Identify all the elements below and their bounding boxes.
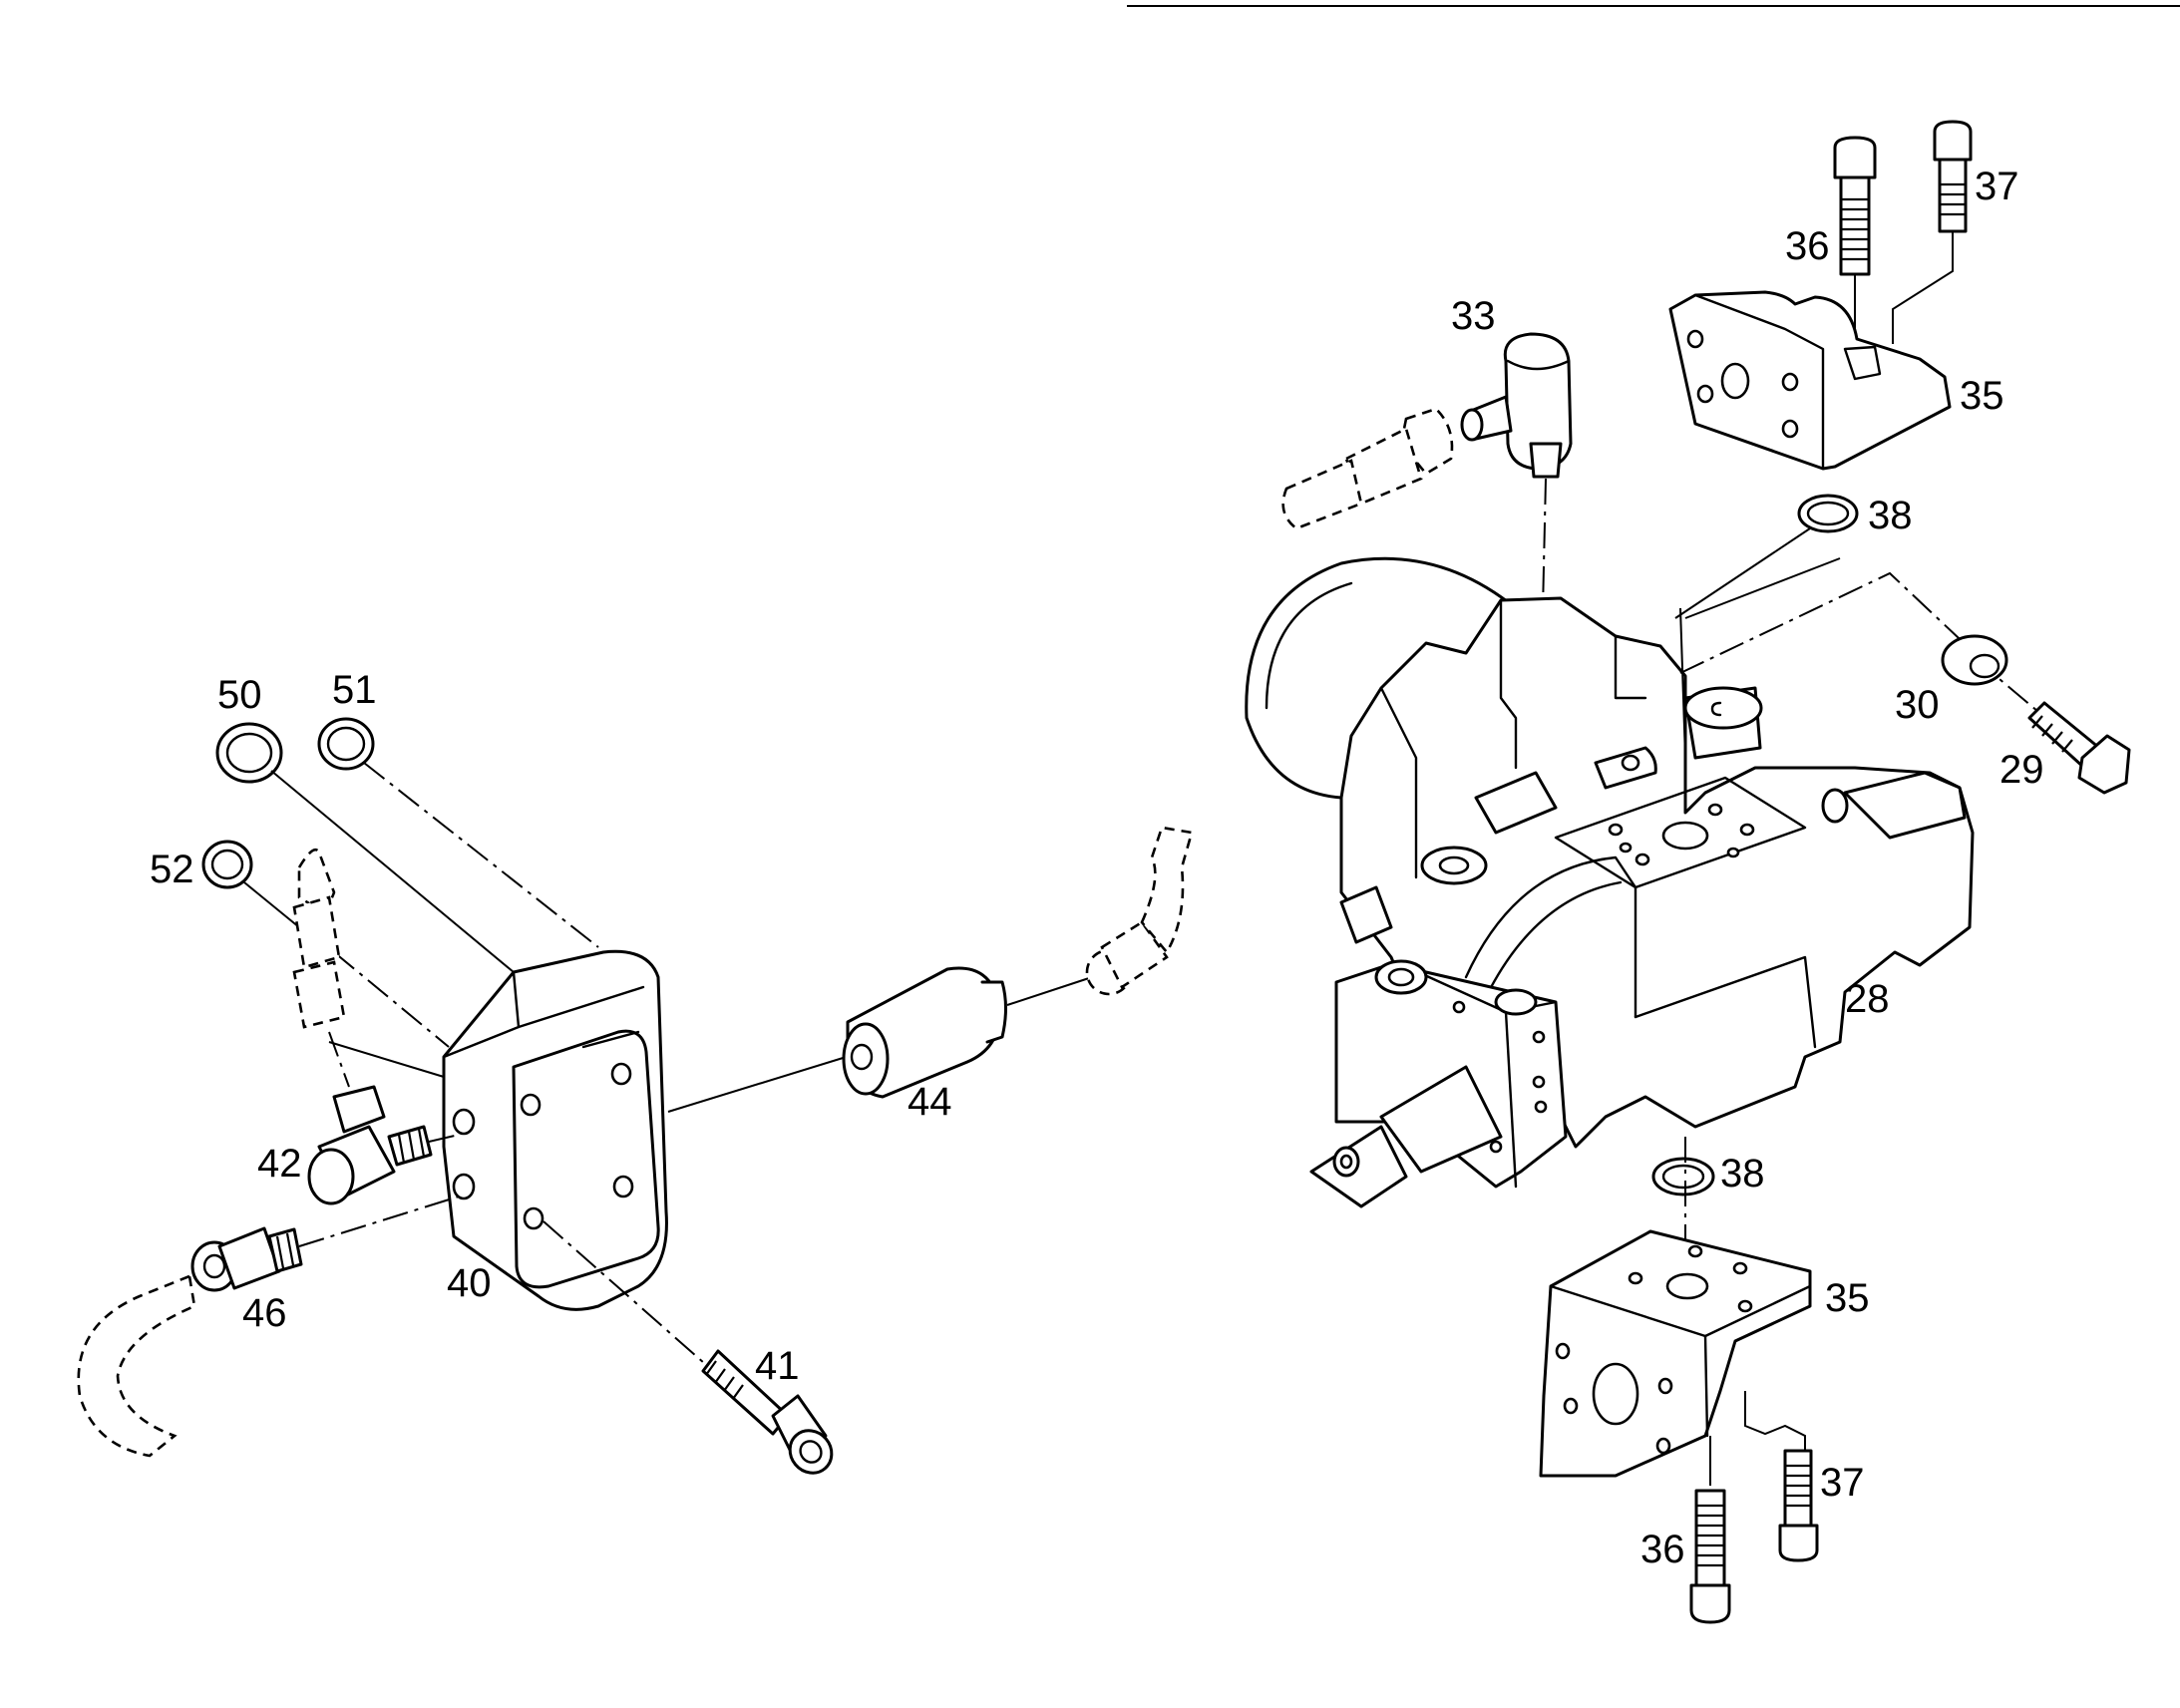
elbow-fitting-33	[1460, 332, 1573, 699]
filter-44	[842, 966, 1093, 1099]
callout-33: 33	[1451, 294, 1496, 338]
screw-36-top	[1833, 136, 1877, 276]
cover-leaders	[298, 1054, 854, 1372]
flange-block-35-top	[1668, 290, 1952, 471]
callout-40: 40	[447, 1261, 492, 1305]
callout-28: 28	[1845, 977, 1890, 1021]
screw-37-bottom	[1778, 1449, 1819, 1562]
screw-bottom-leaders	[1709, 1391, 1806, 1486]
callout-36-bottom: 36	[1640, 1528, 1685, 1571]
callout-37-top: 37	[1975, 165, 2019, 208]
washer-30	[1941, 634, 2008, 686]
o-ring-38-top	[1797, 494, 1859, 533]
fitting-46	[190, 1226, 303, 1292]
callout-50: 50	[217, 673, 262, 717]
callout-37-bottom: 37	[1820, 1461, 1865, 1505]
o-ring-52	[201, 840, 253, 889]
o-ring-50	[215, 722, 283, 784]
o-ring-38-top-leader	[1674, 527, 1811, 619]
callout-38-top: 38	[1868, 494, 1913, 537]
flange-block-35-bottom	[1539, 1229, 1812, 1478]
bolt-29	[2027, 701, 2131, 795]
o-ring-51	[317, 717, 375, 771]
hose-ghost-left-upper	[292, 848, 350, 1088]
hose-ghost-middle	[1085, 826, 1194, 996]
callout-30: 30	[1895, 683, 1940, 727]
callout-36-top: 36	[1785, 224, 1830, 268]
callout-46: 46	[242, 1291, 287, 1335]
pump-body-28	[1245, 556, 1975, 1208]
screw-41	[701, 1349, 834, 1475]
screw-37-top	[1933, 120, 1973, 233]
callout-29: 29	[1999, 748, 2044, 792]
elbow-fitting-42	[307, 1085, 433, 1205]
cover-plate-40	[442, 949, 668, 1311]
hose-ghost-left-lower	[77, 1274, 196, 1458]
callout-44: 44	[908, 1080, 952, 1124]
screw-36-bottom	[1689, 1489, 1731, 1624]
o-ring-38-bottom	[1651, 1157, 1715, 1196]
callout-35-bottom: 35	[1825, 1276, 1870, 1320]
callout-38-bottom: 38	[1720, 1152, 1765, 1196]
o-ring-leaders	[243, 762, 599, 1078]
callout-42: 42	[257, 1142, 302, 1186]
callout-52: 52	[150, 848, 194, 891]
callout-51: 51	[332, 668, 377, 712]
callout-41: 41	[755, 1344, 800, 1388]
callout-35-top: 35	[1960, 374, 2004, 418]
hose-ghost-right	[1281, 407, 1454, 530]
